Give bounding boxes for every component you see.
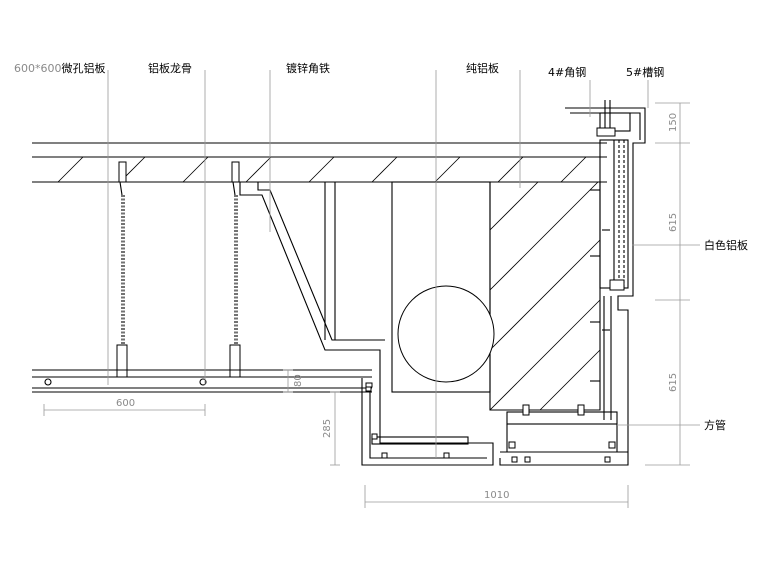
dim-615-lower: 615 bbox=[668, 373, 679, 392]
air-duct bbox=[391, 181, 495, 393]
dim-600: 600 bbox=[116, 398, 135, 409]
label-galvanized-angle: 镀锌角铁 bbox=[286, 61, 330, 75]
dimension-values: 150 615 615 600 80 285 1010 bbox=[116, 113, 679, 501]
perforated-ceiling-panel bbox=[32, 369, 372, 393]
bulkhead-lower bbox=[361, 378, 494, 466]
label-panel-keel: 铝板龙骨 bbox=[148, 61, 192, 75]
label-channel-steel: 5#槽钢 bbox=[626, 66, 664, 79]
leader-lines bbox=[107, 70, 700, 458]
label-square-tube: 方管 bbox=[704, 418, 726, 432]
concrete-slab bbox=[32, 142, 607, 183]
steel-frame bbox=[499, 100, 646, 466]
dim-1010: 1010 bbox=[484, 490, 509, 501]
label-micro-perforated-panel: 600*600微孔铝板 bbox=[14, 61, 106, 75]
dimension-lines bbox=[43, 102, 690, 508]
concrete-beam bbox=[489, 182, 601, 411]
label-pure-aluminum-panel: 纯铝板 bbox=[466, 61, 499, 75]
hanger-right bbox=[229, 161, 241, 378]
callout-labels: 600*600微孔铝板 铝板龙骨 镀锌角铁 纯铝板 4#角钢 5#槽钢 白色铝板… bbox=[14, 61, 748, 432]
dim-285: 285 bbox=[322, 419, 333, 438]
galvanized-angle-bracket bbox=[239, 182, 385, 378]
hanger-left bbox=[116, 161, 128, 378]
dim-150: 150 bbox=[668, 113, 679, 132]
label-white-aluminum-panel: 白色铝板 bbox=[704, 238, 748, 252]
label-angle-steel: 4#角钢 bbox=[548, 66, 586, 79]
dim-80: 80 bbox=[293, 374, 304, 387]
dim-615-upper: 615 bbox=[668, 213, 679, 232]
